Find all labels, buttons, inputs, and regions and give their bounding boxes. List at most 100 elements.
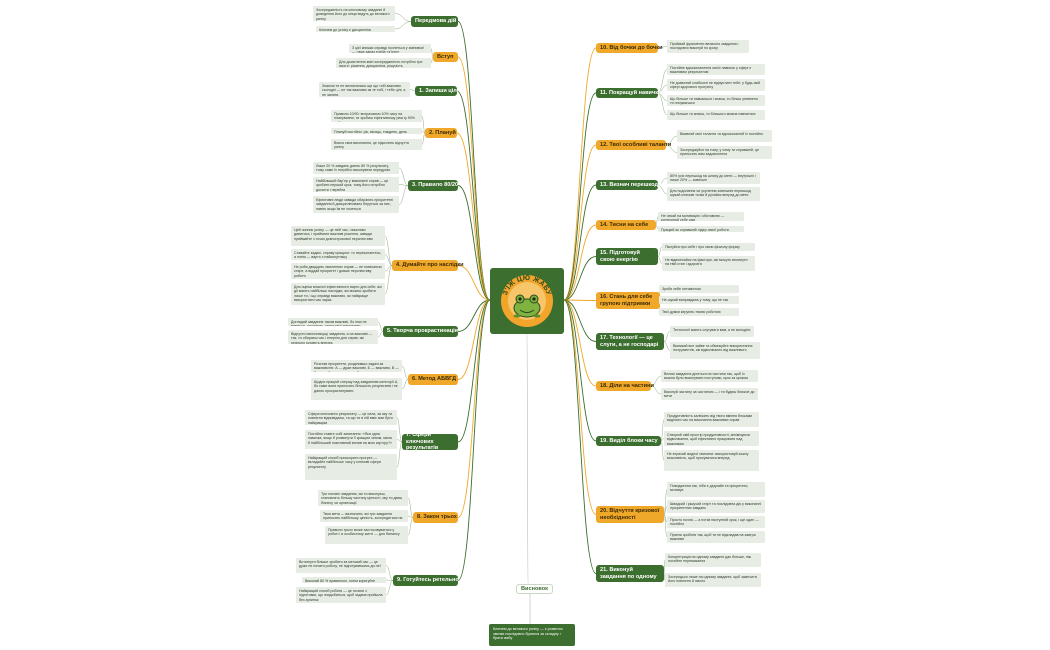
connector-line (457, 185, 491, 301)
conclusion-node[interactable]: Висновок (516, 584, 553, 594)
subtopic-note[interactable]: Розстав пріоритети, розділивши задачі за… (311, 360, 402, 372)
subtopic-note[interactable]: Для оцінки власної ефективності варто дл… (291, 283, 385, 305)
topic-node[interactable]: 5. Творча прокрастинація (383, 326, 458, 337)
topic-node[interactable]: 12. Твої особливі таланти (596, 140, 671, 150)
topic-node[interactable]: 20. Відчуття кризової необхідності (596, 506, 664, 523)
subtopic-note[interactable]: Піклуйся про себе і про свою фізичну фор… (662, 243, 755, 251)
connector-line (563, 299, 597, 301)
subtopic-note[interactable]: Працюй як справжній лідер своєї роботи (658, 226, 744, 232)
topic-node[interactable]: Вступ (433, 52, 458, 62)
subtopic-note[interactable]: Ключем до успіху є дисципліна (316, 26, 395, 32)
connector-line (563, 299, 597, 442)
subtopic-note[interactable]: Твоя мета — визначити, які три завдання … (320, 510, 408, 522)
subtopic-note[interactable]: Великі завдання ділиться на частини так,… (661, 370, 758, 382)
topic-node[interactable]: 19. Виділ блоки часу (596, 436, 661, 446)
connector-line (563, 144, 597, 301)
subtopic-note[interactable]: Найбільший бар’єр у виконанні справ — це… (313, 177, 399, 192)
subtopic-note[interactable]: Швидкий і рішучий старт та послідовна ді… (667, 500, 765, 513)
connector-line (563, 47, 597, 301)
topic-node[interactable]: 1. Запиши цілі (415, 86, 458, 96)
connector-line (385, 565, 394, 581)
topic-node[interactable]: 18. Діли на частини (596, 381, 654, 391)
subtopic-note[interactable]: Для досягнення змін зосередженість потрі… (336, 58, 431, 68)
topic-node[interactable]: 16. Стань для себе групою підтримки (596, 292, 660, 309)
subtopic-note[interactable]: Постійне вдосконалення своїх навичок у с… (667, 64, 765, 75)
subtopic-note[interactable]: Найкращий спосіб прискорити прогрес — вк… (305, 454, 397, 480)
subtopic-note[interactable]: Прагни зробити так, щоб ти не відкладав … (667, 531, 765, 543)
subtopic-note[interactable]: Не чекай на мотивацію і обставини — конт… (658, 212, 744, 221)
central-topic-logo[interactable]: З'ЇЖ ЦЮ ЖАБУ (490, 268, 564, 334)
subtopic-note[interactable]: Доглядай завдання таком важливі, бо інші… (288, 318, 378, 326)
subtopic-note[interactable]: Що більше ти навчаєшся і знаєш, то більш… (667, 95, 765, 106)
subtopic-note[interactable]: Правило 10/90: витрачаючи 10% часу на пл… (331, 110, 422, 122)
subtopic-note[interactable]: Зосередженість на ключовому завданні й д… (313, 6, 395, 21)
connector-line (457, 299, 491, 518)
subtopic-note[interactable]: Виконай 80 % правильно, потім коригуйте (302, 577, 386, 583)
topic-node[interactable]: 15. Підготовуй свою енергію (596, 248, 658, 265)
subtopic-note[interactable]: Створюй свій простір продуктивності, мін… (664, 431, 759, 446)
subtopic-note[interactable]: Ставайте задачі, справу кращого: то пере… (291, 249, 385, 260)
subtopic-note[interactable]: Знаючи те не визначилась ще що тобі важл… (319, 82, 410, 97)
subtopic-note[interactable]: Що більше ти знаєш, то більшого можна на… (667, 110, 765, 120)
subtopic-note[interactable]: З цієї книжки справді почнеться у змінив… (349, 44, 431, 53)
subtopic-note[interactable]: Не відволікайся на фактори, які можуть в… (662, 256, 755, 271)
subtopic-note[interactable]: Для подолання чи усунення зовнішніх пере… (667, 187, 760, 201)
subtopic-note[interactable]: Не дозволяй слабкості не відпустити тебе… (667, 79, 765, 91)
topic-node[interactable]: 2. Плануй (425, 128, 457, 138)
subtopic-note[interactable]: Не втрачай жодної хвилини: використовуй … (664, 450, 759, 471)
subtopic-note[interactable]: Концентрація на одному завданні дає біль… (665, 553, 761, 567)
subtopic-note[interactable]: Сфера ключового результату — це сила, за… (305, 410, 397, 425)
topic-node[interactable]: 4. Думайте про наслідки (392, 260, 464, 271)
connector-line (457, 21, 491, 301)
subtopic-note[interactable]: Не шукай виправдань у тому, що не так (659, 296, 739, 304)
topic-node[interactable]: 7. Сфери ключових результатів (402, 432, 458, 451)
subtopic-note[interactable]: Цей чинник успіху — це твій час, і важли… (291, 226, 385, 246)
subtopic-note[interactable]: Виконуй частину за частиною — і ти будеш… (661, 388, 758, 400)
subtopic-note[interactable]: Просто почни — а потім наступний крок, і… (667, 516, 765, 528)
subtopic-note[interactable]: Встигнути більше зробити за менший час —… (296, 558, 386, 573)
topic-node[interactable]: 14. Тисни на себе (596, 220, 656, 230)
subtopic-note[interactable]: Три головні завдання, які ти виконуєш, с… (318, 490, 408, 506)
subtopic-note[interactable]: Найкращий спосіб робити — це почати з пі… (296, 587, 386, 603)
subtopic-note[interactable]: Плануй постійно: рік, місяць, тиждень, д… (331, 128, 422, 134)
subtopic-note[interactable]: Лише 20 % завдань дають 80 % результату,… (313, 162, 399, 174)
connector-line (385, 580, 394, 596)
subtopic-note[interactable]: Виявляй свої таланти та вдосконалюй їх п… (677, 130, 772, 142)
subtopic-note[interactable]: Зосередься лише на одному завданні, щоб … (665, 573, 761, 587)
topic-node[interactable]: 9. Готуйтесь ретельно (393, 575, 459, 586)
subtopic-note[interactable]: Правило трьох може застосовуватися у роб… (325, 526, 408, 544)
subtopic-note[interactable]: Вчися своє виконання, це підсилить відчу… (331, 139, 422, 150)
connector-line (563, 256, 597, 301)
topic-node[interactable]: 17. Технології — це слуги, а не господар… (596, 333, 664, 350)
subtopic-note[interactable]: Ефективні люди завжди обирають пріоритет… (313, 196, 399, 213)
topic-node[interactable]: 21. Виконуй завдання по одному (596, 565, 664, 582)
topic-node[interactable]: 13. Визнач перешкоди (596, 180, 661, 190)
subtopic-note[interactable]: 80% усіх перешкод на шляху до мети — вну… (667, 172, 760, 184)
subtopic-note[interactable]: Відпусти малозначущі завдання, а на важл… (288, 330, 378, 344)
subtopic-note[interactable]: Приймай фрагменти великого завдання і по… (667, 40, 749, 53)
topic-node[interactable]: 8. Закон трьох (413, 512, 458, 523)
subtopic-note[interactable]: Вимикай все зайве та обмежуйте використа… (670, 342, 760, 359)
subtopic-note[interactable]: Зосереджуйся на тому, у чому ти справжні… (677, 146, 772, 159)
topic-node[interactable]: 3. Правило 80/20 (408, 180, 458, 191)
topic-node[interactable]: Передмова дій (411, 16, 458, 27)
topic-node[interactable]: 6. Метод АБВГД (408, 374, 458, 385)
connector-line (526, 332, 529, 585)
subtopic-note[interactable]: Щодня працюй спершу над завданням катего… (311, 378, 402, 400)
topic-node[interactable]: 11. Покращуй навички (596, 88, 661, 98)
subtopic-note[interactable]: Зроби себе оптимістом (659, 285, 739, 293)
subtopic-note[interactable]: Не роби двадцять хвилинних справ — не по… (291, 263, 385, 279)
connector-line (563, 92, 597, 301)
subtopic-note[interactable]: Технології мають слугувати вам, а не вол… (670, 326, 754, 337)
connector-line (398, 185, 409, 205)
subtopic-note[interactable]: Поводження так, ніби є дедлайн та пріори… (667, 482, 765, 497)
connector-line (394, 21, 412, 30)
subtopic-note[interactable]: Постійно ставте собі запитання: «Яка одн… (305, 430, 397, 449)
subtopic-note[interactable]: Продуктивність залежить від твого вміння… (664, 412, 759, 427)
subtopic-note[interactable]: Твої думки керують твоєю роботою (659, 308, 739, 316)
topic-node[interactable]: 10. Від бочки до бочки (596, 43, 663, 53)
connector-line (457, 299, 491, 380)
conclusion-text: Ключем до великого успіху — є розвиток з… (489, 624, 575, 646)
connector-line (457, 299, 491, 332)
